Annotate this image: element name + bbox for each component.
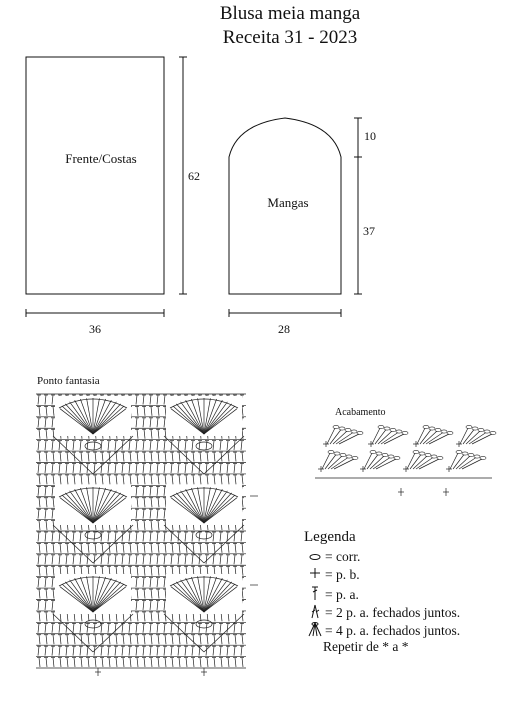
legend-item-dc4tog: = 4 p. a. fechados juntos.: [307, 621, 460, 641]
legend-item-text: = corr.: [325, 549, 361, 564]
legend-title: Legenda: [304, 529, 356, 545]
legend-item-text: = p. a.: [325, 587, 359, 602]
stitch-pattern-label: Ponto fantasia: [37, 375, 100, 387]
double-crochet-icon: [307, 585, 323, 605]
chain-icon: [307, 549, 323, 565]
fan-motif: [52, 396, 134, 475]
fan-motif: [52, 485, 134, 564]
edging-label: Acabamento: [335, 407, 386, 418]
legend-item-text: = 2 p. a. fechados juntos.: [325, 605, 461, 620]
fan-motif: [163, 485, 245, 564]
front-back-label: Frente/Costas: [65, 151, 137, 166]
repeat-note: Repetir de * a *: [323, 639, 409, 654]
sleeve-width-label: 28: [278, 322, 290, 336]
legend-item-chain: = corr.: [307, 549, 360, 565]
fan-motif: [163, 396, 245, 475]
legend-item-dc2tog: = 2 p. a. fechados juntos.: [307, 603, 460, 623]
front-back-width-label: 36: [89, 322, 101, 336]
legend-item-double-crochet: = p. a.: [307, 585, 359, 605]
sleeve-panel: [228, 117, 342, 295]
edging-chart: [315, 425, 497, 496]
legend-item-single-crochet: = p. b.: [307, 567, 360, 583]
sleeve-cap-height-label: 10: [364, 129, 376, 143]
fan-motif: [52, 574, 134, 653]
legend-item-text: = p. b.: [325, 567, 360, 582]
fan-motif: [163, 574, 245, 653]
dc2tog-icon: [307, 603, 323, 623]
sleeve-label: Mangas: [267, 195, 308, 210]
dc4tog-icon: [307, 621, 323, 641]
pattern-title: Blusa meia manga: [219, 3, 361, 24]
front-back-panel: [25, 56, 165, 295]
single-crochet-icon: [307, 567, 323, 583]
legend-item-text: = 4 p. a. fechados juntos.: [325, 623, 461, 638]
front-back-height-label: 62: [188, 169, 200, 183]
sleeve-body-height-label: 37: [363, 224, 375, 238]
stitch-chart: [36, 393, 258, 676]
pattern-subtitle: Receita 31 - 2023: [222, 27, 358, 48]
